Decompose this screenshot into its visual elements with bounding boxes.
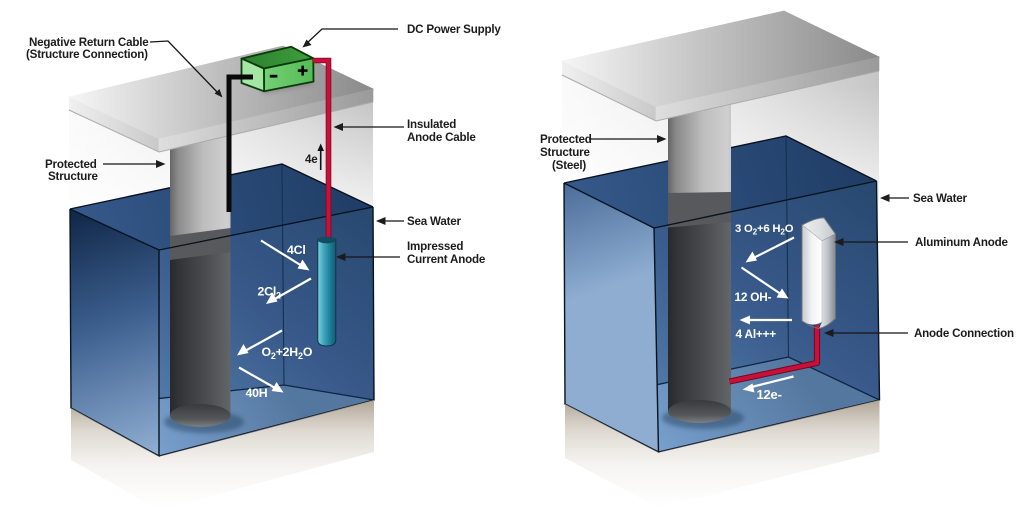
svg-text:4 Al+++: 4 Al+++ — [736, 327, 777, 341]
svg-text:Impressed: Impressed — [407, 240, 463, 253]
svg-text:Current Anode: Current Anode — [407, 253, 486, 266]
svg-text:Structure: Structure — [540, 146, 590, 159]
svg-text:O2+2H2O: O2+2H2O — [262, 345, 313, 361]
svg-text:Structure: Structure — [48, 170, 98, 183]
svg-text:4Cl: 4Cl — [287, 243, 306, 257]
svg-text:Aluminum Anode: Aluminum Anode — [915, 236, 1008, 249]
svg-text:Sea Water: Sea Water — [407, 215, 462, 228]
svg-text:12e-: 12e- — [757, 387, 782, 402]
svg-text:3 O2+6 H2O: 3 O2+6 H2O — [735, 223, 794, 237]
svg-text:Protected: Protected — [45, 158, 97, 171]
svg-text:40H: 40H — [246, 386, 268, 400]
svg-text:(Structure Connection): (Structure Connection) — [26, 48, 148, 61]
svg-text:4e: 4e — [305, 153, 318, 166]
svg-text:Sea Water: Sea Water — [913, 192, 968, 205]
svg-text:12 OH-: 12 OH- — [735, 290, 772, 304]
svg-text:DC Power Supply: DC Power Supply — [407, 23, 501, 36]
svg-text:2Cl2: 2Cl2 — [258, 285, 282, 301]
svg-text:Anode Connection: Anode Connection — [914, 327, 1014, 340]
svg-text:Insulated: Insulated — [407, 118, 456, 131]
svg-text:Negative Return Cable: Negative Return Cable — [29, 36, 149, 49]
svg-text:Anode Cable: Anode Cable — [407, 131, 476, 144]
svg-text:Protected: Protected — [540, 133, 592, 146]
svg-text:(Steel): (Steel) — [552, 159, 586, 172]
